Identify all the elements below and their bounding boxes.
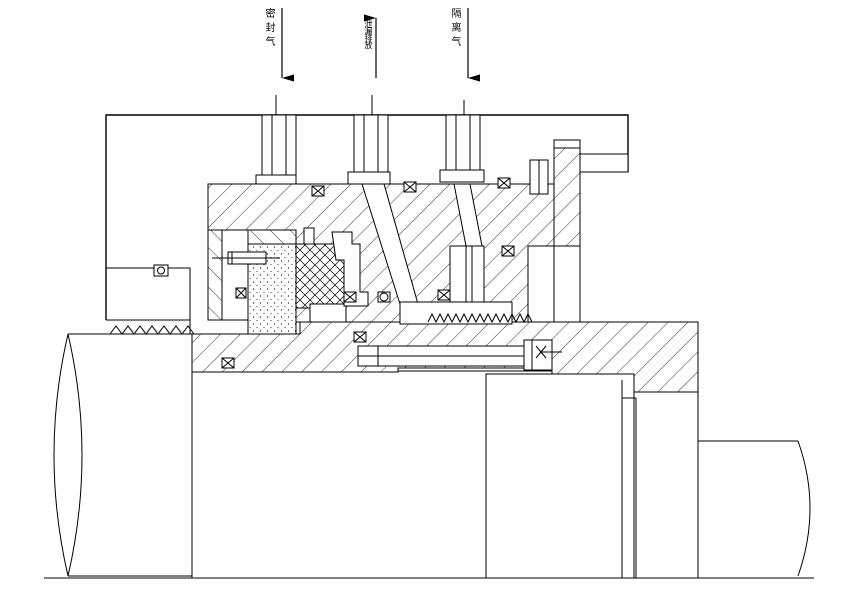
seal-gas-label: 密封气: [263, 8, 274, 50]
flow-arrows: [281, 8, 480, 82]
vent-label: 泄漏排放: [364, 20, 373, 48]
shaft-sleeve: [191, 370, 698, 579]
right-flange: [529, 139, 629, 323]
stationary-seal-parts: [207, 227, 485, 335]
isolation-gas-label: 隔离气: [449, 8, 460, 50]
gas-ports: [255, 95, 485, 186]
sleeve-bolt: [357, 339, 562, 371]
shaft-right-end: [697, 392, 811, 578]
